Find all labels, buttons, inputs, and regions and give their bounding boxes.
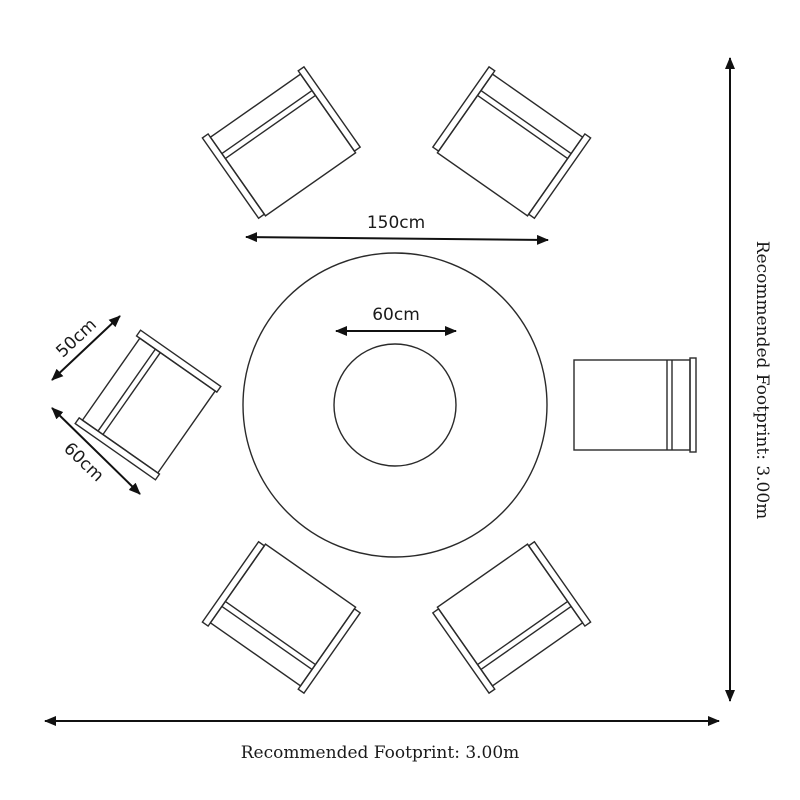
table-diameter-arrow xyxy=(245,232,549,245)
center-diameter-label: 60cm xyxy=(372,305,420,325)
footprint-horizontal-label: Recommended Footprint: 3.00m xyxy=(241,743,520,763)
chair-bottom-right xyxy=(431,540,592,695)
table-center-circle xyxy=(333,343,457,467)
chair-left xyxy=(74,329,222,481)
table-diameter-label: 150cm xyxy=(367,213,425,233)
footprint-vertical-label: Recommended Footprint: 3.00m xyxy=(752,241,772,520)
chair-top-right xyxy=(431,65,592,220)
chair-width-arrow xyxy=(51,315,121,381)
chair-right xyxy=(573,357,697,453)
chair-depth-arrow xyxy=(51,407,141,495)
chair-width-label: 50cm xyxy=(52,315,100,362)
table-outer-circle xyxy=(242,252,548,558)
chair-depth-label: 60cm xyxy=(59,439,107,486)
chair-bottom-left xyxy=(201,540,362,695)
chair-top-left xyxy=(201,65,362,220)
